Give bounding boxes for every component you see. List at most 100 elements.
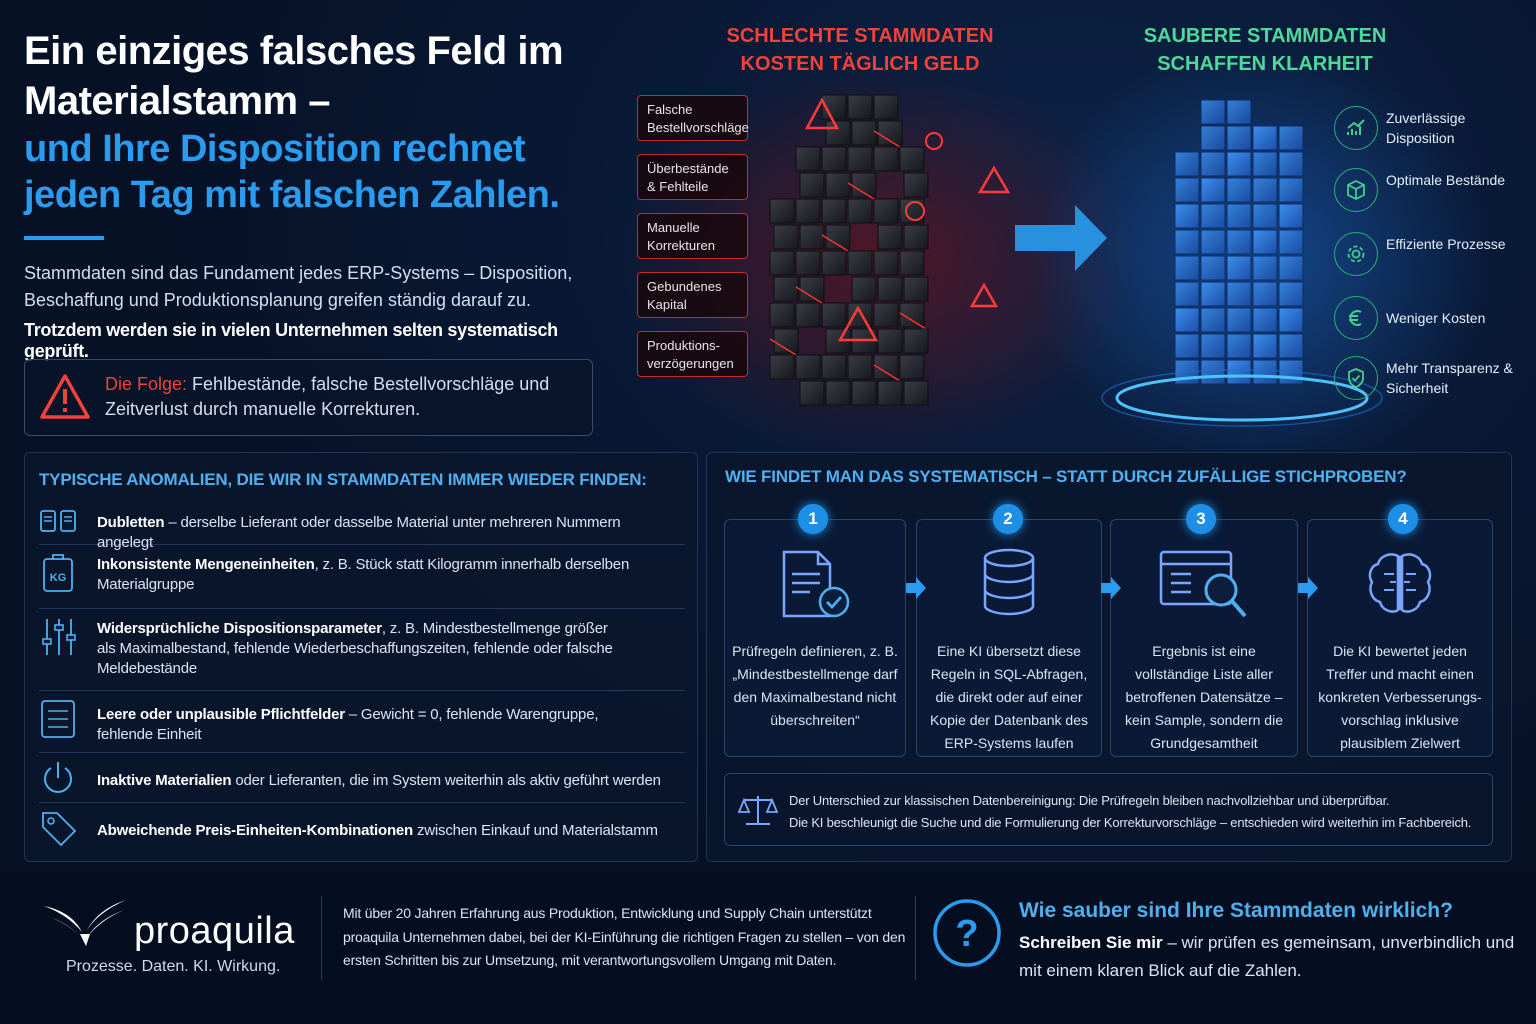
dark-cube xyxy=(903,328,929,354)
dark-cube xyxy=(769,250,795,276)
headline-white: Ein einziges falsches Feld im Materialst… xyxy=(24,29,564,123)
step-text: Die KI bewertet jeden Treffer und macht … xyxy=(1318,643,1482,751)
gear-icon xyxy=(1334,232,1378,276)
step-number-1: 1 xyxy=(798,504,828,534)
database-icon xyxy=(981,548,1037,621)
benefit-label: Zuverlässige Disposition xyxy=(1386,110,1466,146)
note-line-1: Der Unterschied zur klassischen Datenber… xyxy=(789,793,1390,808)
dark-cube xyxy=(877,276,903,302)
anomaly-bold: Abweichende Preis-Einheiten-Kombinatione… xyxy=(97,822,414,839)
anomaly-item: KG Inkonsistente Mengeneinheiten, z. B. … xyxy=(39,551,685,609)
blue-cube xyxy=(1278,203,1304,229)
box-icon xyxy=(1334,168,1378,212)
dark-cube xyxy=(821,302,847,328)
benefit-label: Mehr Transparenz & Sicherheit xyxy=(1386,360,1513,396)
intro-text: Stammdaten sind das Fundament jedes ERP-… xyxy=(24,263,573,310)
blue-cube xyxy=(1278,177,1304,203)
shield-check-icon xyxy=(1334,356,1378,400)
step-text: Eine KI übersetzt diese Regeln in SQL-Ab… xyxy=(930,643,1088,751)
blue-cube xyxy=(1226,333,1252,359)
step-number-3: 3 xyxy=(1186,504,1216,534)
blue-cube xyxy=(1200,255,1226,281)
dark-cube xyxy=(821,94,847,120)
ai-brain-icon xyxy=(1366,550,1434,621)
dark-cube xyxy=(873,302,899,328)
dark-cube xyxy=(773,276,799,302)
arrow-right-icon xyxy=(1296,575,1320,606)
dark-cube xyxy=(821,250,847,276)
process-title: WIE FINDET MAN DAS SYSTEMATISCH – STATT … xyxy=(725,467,1407,486)
sliders-icon xyxy=(39,615,79,655)
blue-cube xyxy=(1174,255,1200,281)
bad-tag-2: Überbestände & Fehlteile xyxy=(637,154,748,200)
footer-divider xyxy=(321,896,322,980)
benefit-label: Optimale Bestände xyxy=(1386,172,1506,188)
anomaly-text: – derselbe Lieferant oder dasselbe Mater… xyxy=(97,514,621,551)
blue-cube xyxy=(1252,177,1278,203)
blue-cube xyxy=(1252,229,1278,255)
blue-cube xyxy=(1252,203,1278,229)
benefit-5: Mehr Transparenz & Sicherheit xyxy=(1334,356,1524,400)
blue-cube xyxy=(1252,333,1278,359)
blue-cube xyxy=(1174,151,1200,177)
dark-cube xyxy=(847,354,873,380)
dark-cube xyxy=(877,224,903,250)
blue-cube xyxy=(1278,125,1304,151)
blue-cube xyxy=(1278,151,1304,177)
blue-cube xyxy=(1252,281,1278,307)
step-number-2: 2 xyxy=(993,504,1023,534)
blue-cube xyxy=(1200,177,1226,203)
dark-cube xyxy=(877,328,903,354)
blue-cube xyxy=(1226,307,1252,333)
dark-cube xyxy=(903,224,929,250)
dark-cube xyxy=(825,120,851,146)
step-text: Prüfregeln definieren, z. B. „Mindestbes… xyxy=(732,643,898,728)
blue-cube xyxy=(1200,229,1226,255)
footer-divider xyxy=(915,896,916,980)
blue-cube xyxy=(1174,229,1200,255)
blue-cube xyxy=(1200,99,1226,125)
power-icon xyxy=(39,759,79,799)
warning-triangle-icon xyxy=(39,372,91,427)
cta-bold: Schreiben Sie mir xyxy=(1019,933,1163,952)
anomaly-item: Abweichende Preis-Einheiten-Kombinatione… xyxy=(39,809,685,855)
arrow-right-icon xyxy=(1099,575,1123,606)
blue-cube xyxy=(1174,177,1200,203)
dark-cube xyxy=(899,250,925,276)
anomaly-text: oder Lieferanten, die im System weiterhi… xyxy=(231,772,661,789)
anomalies-title: TYPISCHE ANOMALIEN, DIE WIR IN STAMMDATE… xyxy=(39,470,647,489)
cta-body: – wir prüfen es gemeinsam, unverbindlich… xyxy=(1019,933,1515,980)
dark-cube xyxy=(799,224,825,250)
dark-cube xyxy=(847,146,873,172)
blue-cube xyxy=(1226,125,1252,151)
document-check-icon xyxy=(780,550,852,625)
dark-cube xyxy=(899,302,925,328)
crack-line xyxy=(899,312,927,330)
benefit-label: Weniger Kosten xyxy=(1386,310,1486,326)
blue-cube xyxy=(1226,359,1252,385)
blue-cube xyxy=(1174,281,1200,307)
blue-cube xyxy=(1200,203,1226,229)
anomaly-text: , z. B. Stück statt Kilogramm innerhalb … xyxy=(97,556,630,593)
bad-tag-5: Produktions-verzögerungen xyxy=(637,331,748,377)
blue-cube xyxy=(1226,229,1252,255)
blue-cube xyxy=(1200,151,1226,177)
dark-cube xyxy=(847,198,873,224)
blue-cube xyxy=(1174,203,1200,229)
dark-cube xyxy=(821,146,847,172)
dark-cube xyxy=(877,380,903,406)
eagle-logo-icon xyxy=(42,898,128,953)
step-text: Ergebnis ist eine vollständige Liste all… xyxy=(1125,643,1283,751)
benefit-1: Zuverlässige Disposition xyxy=(1334,106,1524,150)
good-data-title: SAUBERE STAMMDATEN SCHAFFEN KLARHEIT xyxy=(1143,25,1387,75)
anomaly-text: – Gewicht = 0, fehlende Warengruppe, feh… xyxy=(97,706,599,743)
crack-line xyxy=(873,364,901,382)
footer xyxy=(0,872,1536,1024)
blue-cube xyxy=(1200,359,1226,385)
anomaly-item: Inaktive Materialien oder Lieferanten, d… xyxy=(39,759,685,803)
dark-cube xyxy=(825,380,851,406)
blue-cube xyxy=(1226,281,1252,307)
blue-cube xyxy=(1226,99,1252,125)
dark-cube xyxy=(851,120,877,146)
